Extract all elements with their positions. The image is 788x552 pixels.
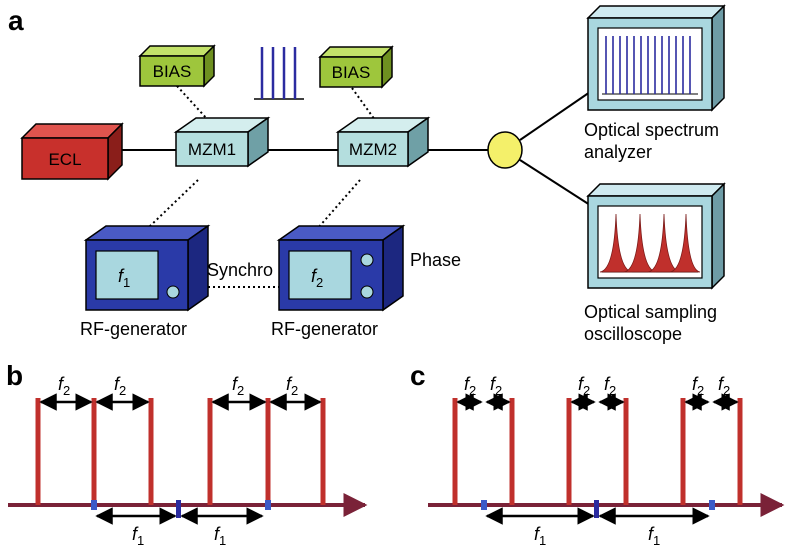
spectrum-b-center-marker: [176, 500, 181, 518]
bias-1: BIAS: [138, 44, 216, 88]
f1-label: f1: [534, 524, 546, 548]
f2-label: f2: [692, 374, 704, 398]
fiber-path: [120, 91, 591, 206]
phase-label: Phase: [410, 250, 461, 270]
f2-label: f2: [604, 374, 616, 398]
rf-generator-2-knob-top: [360, 253, 374, 267]
f2-label: f2: [232, 374, 244, 398]
rf-generator-2-screen: [288, 250, 352, 300]
bias-1-label: BIAS: [153, 62, 192, 81]
mzm1-label: MZM1: [188, 140, 236, 159]
rf-generator-2-knob-bottom: [360, 285, 374, 299]
spectrum-c: f2 f2 f2 f2 f2 f2 f1 f1: [428, 374, 785, 548]
ecl-label: ECL: [48, 150, 81, 169]
spectrum-b: f2 f2 f2 f2 f1 f1: [8, 374, 368, 548]
rf-generator-1-frequency: f1: [118, 266, 130, 290]
optical-sampling-oscilloscope: [586, 182, 726, 290]
f2-label: f2: [286, 374, 298, 398]
panel-letter-b: b: [6, 360, 23, 391]
rf-generator-1-screen: [95, 250, 159, 300]
bias-2-label: BIAS: [332, 63, 371, 82]
mzm1-modulator: MZM1: [173, 116, 271, 168]
rf-generator-1: f1: [83, 224, 211, 312]
optical-coupler: [487, 131, 523, 169]
spectrum-c-carrier-markers: [481, 500, 715, 510]
spectrum-analyzer-label-line2: analyzer: [584, 142, 652, 162]
f2-label: f2: [578, 374, 590, 398]
f2-label: f2: [114, 374, 126, 398]
panel-letter-a: a: [8, 5, 24, 36]
rf-generator-2: f2: [276, 224, 406, 312]
comb-spectrum-icon: [254, 47, 304, 100]
f2-label: f2: [718, 374, 730, 398]
mzm2-label: MZM2: [349, 140, 397, 159]
synchro-label: Synchro: [207, 260, 273, 280]
rf-generator-2-frequency: f2: [311, 266, 323, 290]
f1-label: f1: [214, 524, 226, 548]
f2-label: f2: [464, 374, 476, 398]
mzm2-modulator: MZM2: [335, 116, 431, 168]
f2-label: f2: [490, 374, 502, 398]
f1-label: f1: [648, 524, 660, 548]
f2-label: f2: [58, 374, 70, 398]
rf-generator-2-label: RF-generator: [271, 319, 378, 339]
optical-spectrum-analyzer: [586, 4, 726, 112]
spectrum-c-center-marker: [594, 500, 599, 518]
spectrum-analyzer-screen: [597, 27, 703, 101]
ecl-laser: ECL: [20, 122, 124, 181]
rf-generator-1-knob: [166, 285, 180, 299]
rf-generator-1-label: RF-generator: [80, 319, 187, 339]
oscilloscope-label-line1: Optical sampling: [584, 302, 717, 322]
panel-letter-c: c: [410, 360, 426, 391]
bias-2: BIAS: [318, 45, 394, 89]
spectrum-c-lines: [452, 398, 743, 505]
control-connections: [147, 85, 376, 288]
spectrum-analyzer-label-line1: Optical spectrum: [584, 120, 719, 140]
oscilloscope-label-line2: oscilloscope: [584, 324, 682, 344]
spectrum-b-carrier-markers: [91, 500, 271, 510]
oscilloscope-pulses: [599, 213, 701, 273]
f1-label: f1: [132, 524, 144, 548]
spectrum-analyzer-trace: [602, 36, 698, 95]
spectrum-b-lines: [35, 398, 326, 505]
